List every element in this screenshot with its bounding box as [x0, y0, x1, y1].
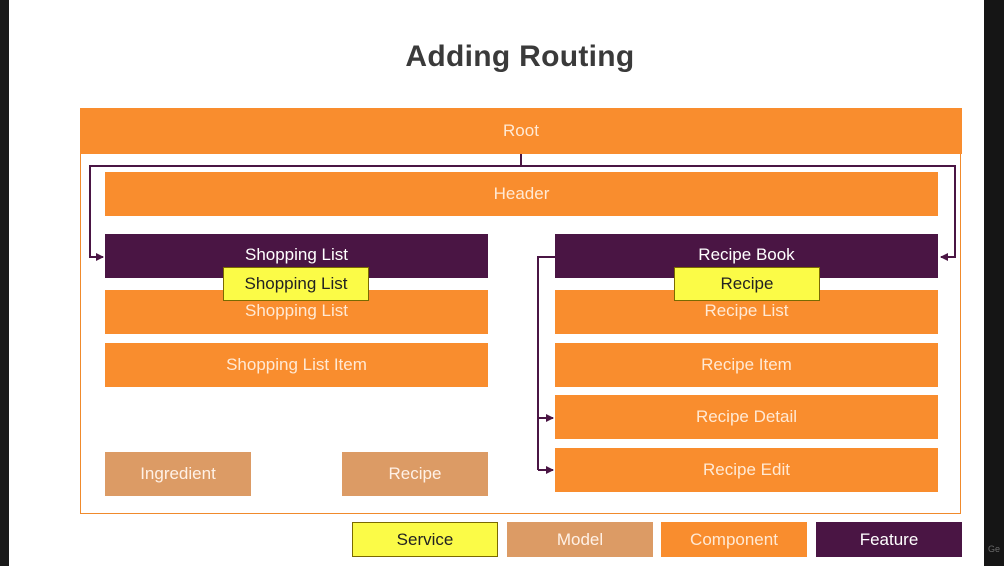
- legend-service-label: Service: [396, 529, 454, 549]
- shopping-list-component-label: Shopping List: [244, 301, 349, 320]
- recipe-service-label: Recipe: [720, 274, 774, 293]
- recipe-item-box: Recipe Item: [555, 343, 938, 387]
- recipe-list-label: Recipe List: [704, 301, 789, 320]
- shopping-list-service-label: Shopping List: [244, 274, 348, 293]
- legend-feature: Feature: [816, 522, 962, 557]
- legend-component-label: Component: [690, 529, 778, 549]
- recipe-edit-label: Recipe Edit: [703, 460, 790, 479]
- recipe-model-box: Recipe: [342, 452, 488, 496]
- legend-model: Model: [507, 522, 653, 557]
- shopping-list-service-box: Shopping List: [223, 267, 369, 301]
- header-box: Header: [105, 172, 938, 216]
- recipe-model-label: Recipe: [388, 464, 442, 483]
- recipe-book-feature-label: Recipe Book: [698, 245, 795, 264]
- right-edge-bar: [984, 0, 1004, 566]
- shopping-list-item-box: Shopping List Item: [105, 343, 488, 387]
- slide-title: Adding Routing: [405, 40, 635, 73]
- recipe-detail-box: Recipe Detail: [555, 395, 938, 439]
- root-box: Root: [80, 108, 962, 154]
- legend-model-label: Model: [556, 529, 604, 549]
- left-edge-bar: [0, 0, 9, 566]
- root-label: Root: [503, 121, 539, 140]
- ingredient-model-label: Ingredient: [140, 464, 216, 483]
- recipe-edit-box: Recipe Edit: [555, 448, 938, 492]
- header-label: Header: [493, 184, 550, 203]
- shopping-list-component-box: Shopping List: [105, 290, 488, 334]
- recipe-detail-label: Recipe Detail: [695, 407, 798, 426]
- recipe-service-box: Recipe: [674, 267, 820, 301]
- shopping-list-item-label: Shopping List Item: [226, 355, 367, 374]
- legend-feature-label: Feature: [859, 529, 919, 549]
- watermark-text: Ge: [988, 544, 1001, 554]
- recipe-item-label: Recipe Item: [701, 355, 792, 374]
- shopping-list-feature-label: Shopping List: [244, 245, 349, 264]
- legend-service: Service: [352, 522, 498, 557]
- legend-component: Component: [661, 522, 807, 557]
- ingredient-model-box: Ingredient: [105, 452, 251, 496]
